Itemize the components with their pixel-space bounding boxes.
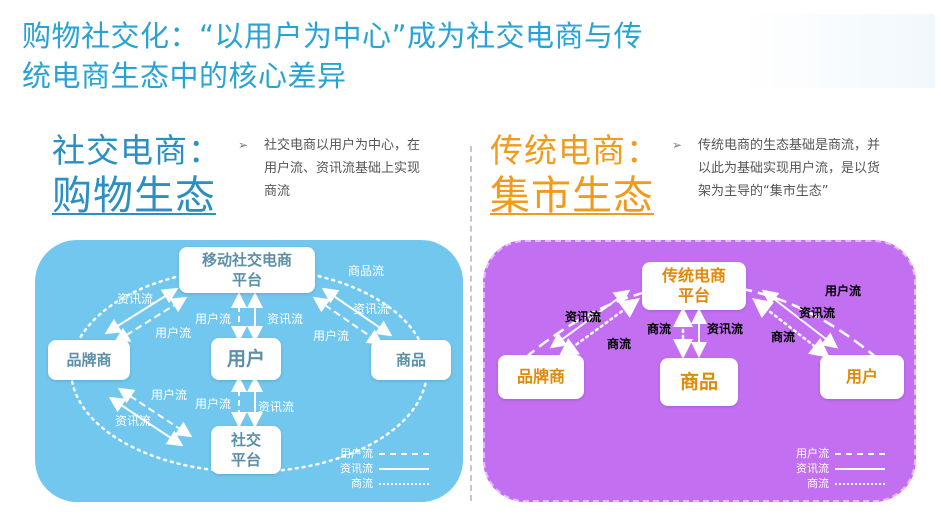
arrow-brand-social-info bbox=[108, 396, 184, 447]
label-user-flow: 用户流 bbox=[313, 329, 350, 343]
page-title: 购物社交化：“以用户为中心”成为社交电商与传 统电商生态中的核心差异 bbox=[22, 16, 722, 96]
right-bullet-icon: ➢ bbox=[672, 138, 683, 152]
left-description: 社交电商以用户为中心，在 用户流、资讯流基础上实现 商流 bbox=[264, 134, 420, 203]
right-legend: 用户流 资讯流 商流 bbox=[796, 446, 885, 491]
right-connector-layer bbox=[524, 283, 878, 359]
legend-row-user-flow: 用户流 bbox=[796, 446, 885, 461]
traditional-ecommerce-diagram: 传统电商 平台 品牌商 商品 用户 资讯流 商流 商流 资讯流 用户流 资讯流 … bbox=[483, 240, 916, 502]
legend-row-user-flow: 用户流 bbox=[340, 446, 429, 461]
arrow-platform-goods-user bbox=[312, 296, 384, 346]
title-line-1: 购物社交化：“以用户为中心”成为社交电商与传 bbox=[22, 19, 644, 53]
right-desc-line-2: 以此为基础实现用户流，是以货 bbox=[698, 161, 881, 176]
legend-dashed-line bbox=[835, 452, 885, 455]
label-goods-flow: 商流 bbox=[771, 330, 796, 344]
decorative-band bbox=[740, 14, 935, 88]
right-subheading: 集市生态 bbox=[490, 173, 654, 219]
label-user-flow: 用户流 bbox=[155, 326, 192, 340]
legend-dotted-line bbox=[835, 482, 885, 485]
label-user-flow: 用户流 bbox=[151, 388, 188, 402]
right-heading: 传统电商： bbox=[490, 131, 660, 170]
legend-label: 商流 bbox=[807, 477, 829, 490]
legend-dotted-line bbox=[379, 482, 429, 485]
label-info-flow: 资讯流 bbox=[267, 312, 304, 326]
left-subheading: 购物生态 bbox=[52, 173, 216, 219]
social-ecommerce-diagram: 移动社交电商 平台 用户 品牌商 商品 社交 平台 资讯流 用户流 用户流 资讯… bbox=[35, 240, 463, 502]
label-info-flow: 资讯流 bbox=[115, 414, 152, 428]
node-traditional-platform: 传统电商 平台 bbox=[642, 262, 746, 310]
label-user-flow: 用户流 bbox=[825, 284, 862, 298]
node-user: 用户 bbox=[820, 355, 904, 399]
legend-label: 商流 bbox=[351, 477, 373, 490]
legend-row-goods-flow: 商流 bbox=[796, 476, 885, 491]
node-mobile-social-platform: 移动社交电商 平台 bbox=[179, 247, 315, 293]
left-desc-line-3: 商流 bbox=[264, 184, 291, 199]
legend-row-info-flow: 资讯流 bbox=[796, 461, 885, 476]
left-bullet-icon: ➢ bbox=[238, 138, 249, 152]
node-goods: 商品 bbox=[660, 358, 738, 406]
node-brand: 品牌商 bbox=[498, 355, 584, 399]
left-desc-line-1: 社交电商以用户为中心，在 bbox=[264, 138, 421, 153]
right-desc-line-3: 架为主导的“集市生态” bbox=[698, 184, 829, 199]
label-user-flow: 用户流 bbox=[195, 397, 232, 411]
label-user-flow: 用户流 bbox=[195, 312, 232, 326]
right-description: 传统电商的生态基础是商流，并 以此为基础实现用户流，是以货 架为主导的“集市生态… bbox=[698, 134, 880, 203]
node-goods: 商品 bbox=[371, 340, 451, 380]
label-goods-flow: 商流 bbox=[647, 322, 672, 336]
label-info-flow: 资讯流 bbox=[565, 310, 602, 324]
node-brand: 品牌商 bbox=[48, 340, 130, 380]
label-info-flow: 资讯流 bbox=[353, 302, 390, 316]
legend-label: 用户流 bbox=[340, 447, 373, 460]
legend-row-info-flow: 资讯流 bbox=[340, 461, 429, 476]
center-divider bbox=[470, 146, 472, 501]
label-info-flow: 资讯流 bbox=[117, 292, 154, 306]
label-info-flow: 资讯流 bbox=[258, 400, 295, 414]
legend-dashed-line bbox=[379, 452, 429, 455]
legend-solid-line bbox=[379, 467, 429, 470]
title-line-2: 统电商生态中的核心差异 bbox=[22, 59, 347, 93]
left-desc-line-2: 用户流、资讯流基础上实现 bbox=[264, 161, 421, 176]
label-info-flow: 资讯流 bbox=[707, 322, 744, 336]
node-user: 用户 bbox=[211, 338, 281, 380]
arrow-brand-platform-user bbox=[113, 296, 188, 344]
label-goods-flow: 商品流 bbox=[348, 264, 385, 278]
legend-solid-line bbox=[835, 467, 885, 470]
node-social-platform: 社交 平台 bbox=[211, 426, 281, 474]
legend-row-goods-flow: 商流 bbox=[340, 476, 429, 491]
arrow-platform-user-goods bbox=[752, 297, 830, 359]
left-legend: 用户流 资讯流 商流 bbox=[340, 446, 429, 491]
label-goods-flow: 商流 bbox=[607, 337, 632, 351]
legend-label: 资讯流 bbox=[340, 462, 373, 475]
legend-label: 用户流 bbox=[796, 447, 829, 460]
left-heading: 社交电商： bbox=[52, 131, 222, 170]
legend-label: 资讯流 bbox=[796, 462, 829, 475]
label-info-flow: 资讯流 bbox=[799, 306, 836, 320]
right-desc-line-1: 传统电商的生态基础是商流，并 bbox=[698, 138, 881, 153]
